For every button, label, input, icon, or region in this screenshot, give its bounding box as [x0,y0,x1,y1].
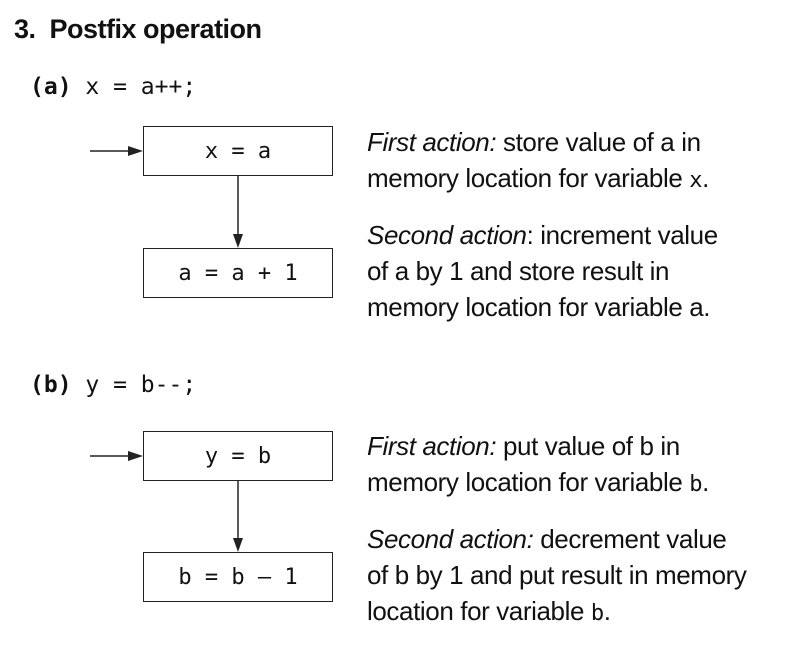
part-a-label: (a) x = a++; [30,74,196,100]
part-b-first-action: First action: put value of b in memory l… [367,428,709,503]
part-a-second-action-line2: of a by 1 and store result in [367,256,670,286]
part-b-second-action: Second action: decrement value of b by 1… [367,521,747,632]
part-b-second-action-line1: decrement value [533,524,727,554]
part-a-code: x = a++; [71,74,197,100]
part-b-box-second: b = b – 1 [143,552,333,602]
part-b-label: (b) y = b--; [30,372,196,398]
part-a-second-action-label: Second action [367,220,527,250]
part-b-entry-arrowhead [128,451,143,461]
part-b-first-action-line2: memory location for variable [367,467,690,497]
part-b-first-action-var: b [689,472,703,497]
part-a-first-action-var: x [689,168,703,193]
part-a-first-action-line2: memory location for variable [367,163,690,193]
part-b-tag: (b) [30,372,72,398]
part-a-second-action-line1: increment value [533,220,718,250]
part-a-tag: (a) [30,74,72,100]
part-a-first-action: First action: store value of a in memory… [367,124,709,199]
part-a-first-action-label: First action: [367,127,497,157]
part-b-second-action-var: b [590,601,604,626]
section-heading: 3. Postfix operation [14,14,262,44]
part-a-second-action-colon: : [526,220,534,250]
part-b-first-action-label: First action: [367,431,497,461]
part-a-entry-arrowhead [128,146,143,156]
part-b-second-action-label: Second action: [367,524,534,554]
part-b-first-action-end: . [702,467,709,497]
part-b-code: y = b--; [71,372,197,398]
part-b-second-action-line2: of b by 1 and put result in memory [367,560,747,590]
part-b-second-action-end: . [603,596,611,626]
part-b-box-first: y = b [143,431,333,481]
part-a-first-action-end: . [702,163,709,193]
part-b-second-action-line3: location for variable [367,596,591,626]
part-a-box-second: a = a + 1 [143,248,333,298]
part-a-box-first: x = a [143,126,333,176]
part-a-first-action-line1: store value of a in [496,127,701,157]
part-a-second-action: Second action: increment value of a by 1… [367,217,718,325]
part-a-connector-arrowhead [233,234,243,248]
part-b-first-action-line1: put value of b in [496,431,680,461]
part-a-second-action-line3: memory location for variable a. [367,292,711,322]
part-b-connector-arrowhead [233,538,243,552]
